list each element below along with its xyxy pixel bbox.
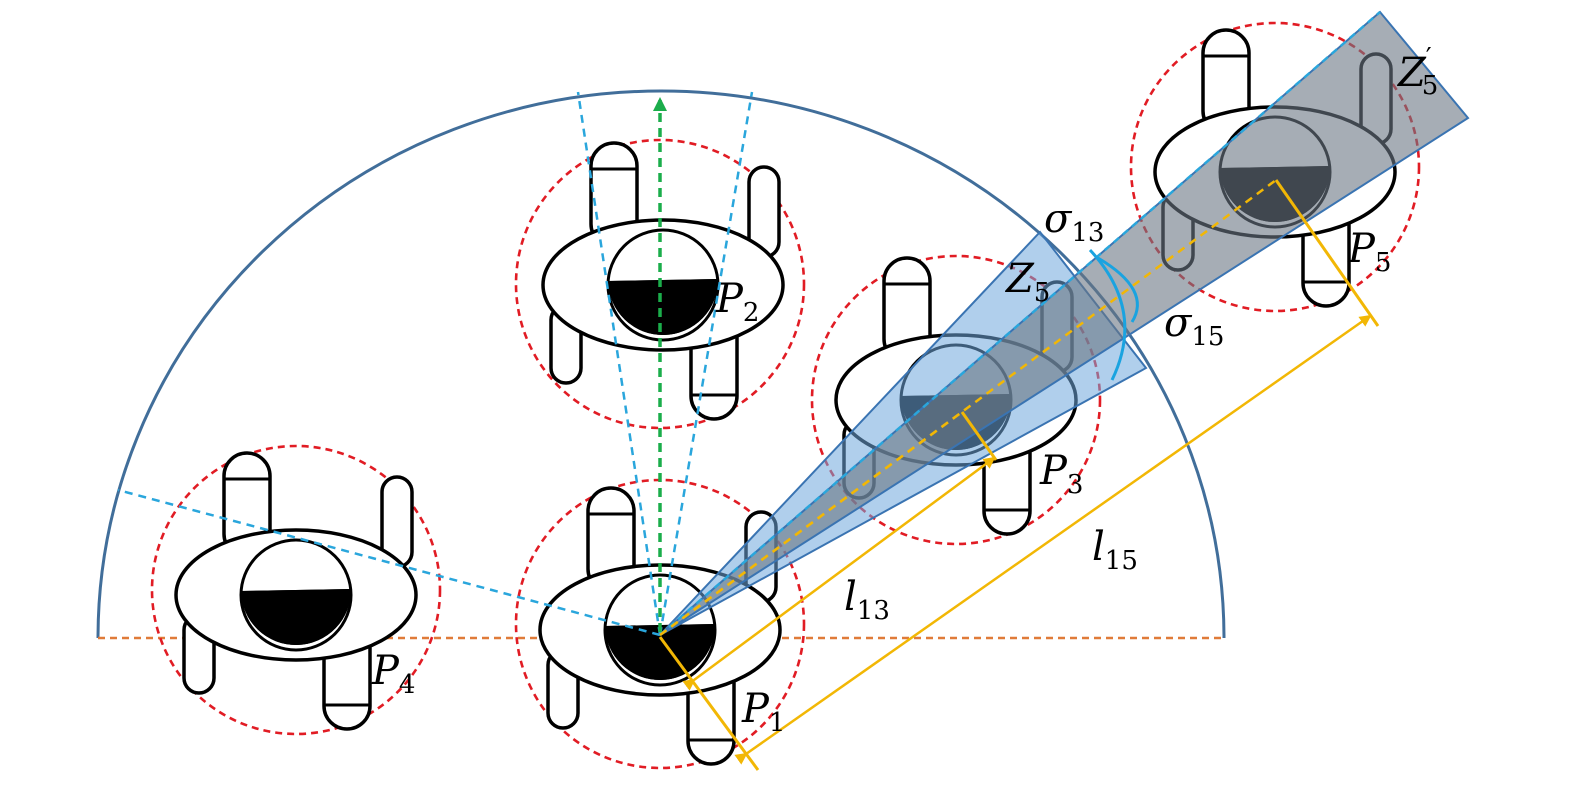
distance-arrow-l15 xyxy=(734,314,1372,765)
label-l15: l15 xyxy=(1092,524,1138,576)
robot-p2 xyxy=(541,141,785,421)
label-z5: Z5 xyxy=(1004,256,1050,308)
label-z5-prime: Z′5 xyxy=(1396,43,1438,101)
occlusion-wedge-z5-prime xyxy=(659,10,1470,636)
label-l13: l13 xyxy=(844,574,890,626)
label-sigma13: σ13 xyxy=(1044,196,1104,248)
safety-circle-p4 xyxy=(150,444,442,736)
label-p5: P5 xyxy=(1347,226,1391,278)
label-p1: P1 xyxy=(741,686,785,738)
safety-circle-p2 xyxy=(514,138,806,430)
fov-line-p4 xyxy=(117,488,661,637)
label-sigma15: σ15 xyxy=(1164,300,1224,352)
safety-circle-p5 xyxy=(1129,21,1421,313)
tick-p5 xyxy=(1274,179,1380,327)
fov-line-right xyxy=(658,91,754,636)
label-p4: P4 xyxy=(371,648,415,700)
label-p3: P3 xyxy=(1039,448,1083,500)
label-p2: P2 xyxy=(715,276,759,328)
fov-line-left xyxy=(576,91,662,636)
